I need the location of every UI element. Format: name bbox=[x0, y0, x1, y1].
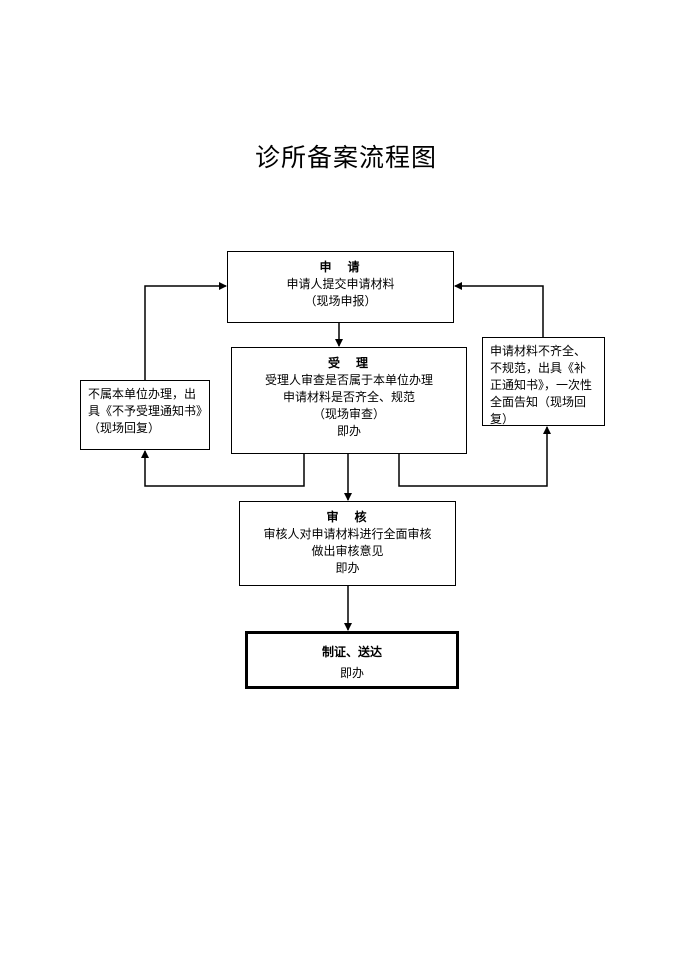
correct-text: 申请材料不齐全、不规范，出具《补正通知书》，一次性全面告知（现场回复） bbox=[490, 344, 593, 426]
issue-line-1: 即办 bbox=[339, 666, 364, 680]
issue-box: 制证、送达 即办 bbox=[245, 631, 459, 689]
review-line-1: 审核人对申请材料进行全面审核 bbox=[263, 527, 432, 541]
accept-line-1: 受理人审查是否属于本单位办理 bbox=[264, 373, 433, 387]
apply-line-1: 申请人提交申请材料 bbox=[286, 277, 395, 291]
accept-heading: 受 理 bbox=[327, 356, 370, 370]
accept-box: 受 理 受理人审查是否属于本单位办理 申请材料是否齐全、规范 （现场审查） 即办 bbox=[231, 347, 467, 454]
reject-box: 不属本单位办理，出具《不予受理通知书》（现场回复） bbox=[80, 380, 210, 450]
review-line-3: 即办 bbox=[335, 561, 360, 575]
correct-box: 申请材料不齐全、不规范，出具《补正通知书》，一次性全面告知（现场回复） bbox=[482, 337, 605, 426]
apply-box: 申 请 申请人提交申请材料 （现场申报） bbox=[227, 251, 454, 323]
issue-heading: 制证、送达 bbox=[321, 645, 382, 659]
apply-line-2: （现场申报） bbox=[304, 294, 377, 308]
review-heading: 审 核 bbox=[326, 510, 369, 524]
accept-line-4: 即办 bbox=[336, 424, 361, 438]
reject-text: 不属本单位办理，出具《不予受理通知书》（现场回复） bbox=[88, 387, 203, 435]
review-line-2: 做出审核意见 bbox=[311, 544, 384, 558]
arrow-accept-to-reject bbox=[141, 450, 305, 487]
accept-line-2: 申请材料是否齐全、规范 bbox=[282, 390, 415, 404]
arrow-correct-to-apply bbox=[454, 282, 544, 337]
accept-line-3: （现场审查） bbox=[312, 407, 385, 421]
arrow-accept-to-correct bbox=[398, 426, 551, 487]
review-box: 审 核 审核人对申请材料进行全面审核 做出审核意见 即办 bbox=[239, 501, 456, 586]
page-title: 诊所备案流程图 bbox=[254, 143, 437, 172]
arrow-reject-to-apply bbox=[144, 282, 227, 380]
apply-heading: 申 请 bbox=[319, 260, 362, 274]
